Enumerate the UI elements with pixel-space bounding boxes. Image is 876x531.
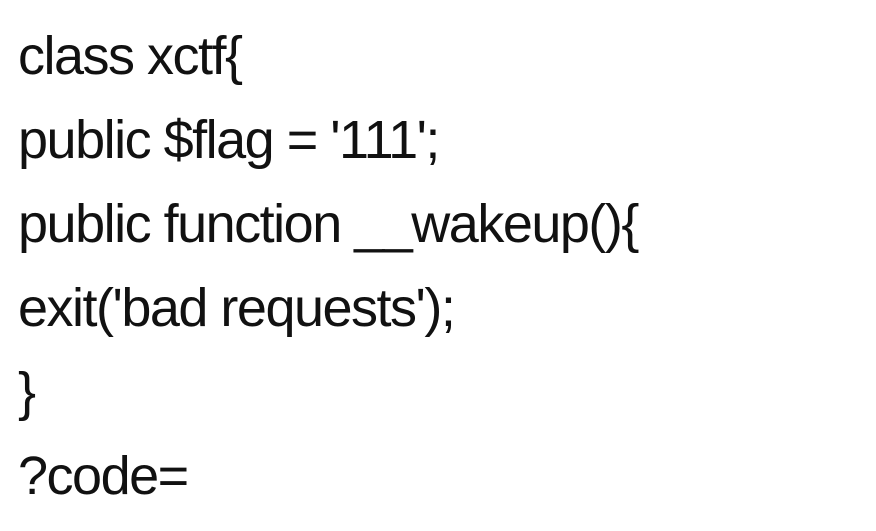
code-text-block: class xctf{ public $flag = '111'; public… xyxy=(18,14,868,524)
code-line-class-declaration: class xctf{ xyxy=(18,26,243,86)
code-line-exit-call: exit('bad requests'); xyxy=(18,278,456,338)
code-line-query-param: ?code= xyxy=(18,446,189,506)
code-line-closing-brace: } xyxy=(18,362,36,422)
code-line-flag-property: public $flag = '111'; xyxy=(18,110,440,170)
code-line-wakeup-function: public function __wakeup(){ xyxy=(18,194,639,254)
